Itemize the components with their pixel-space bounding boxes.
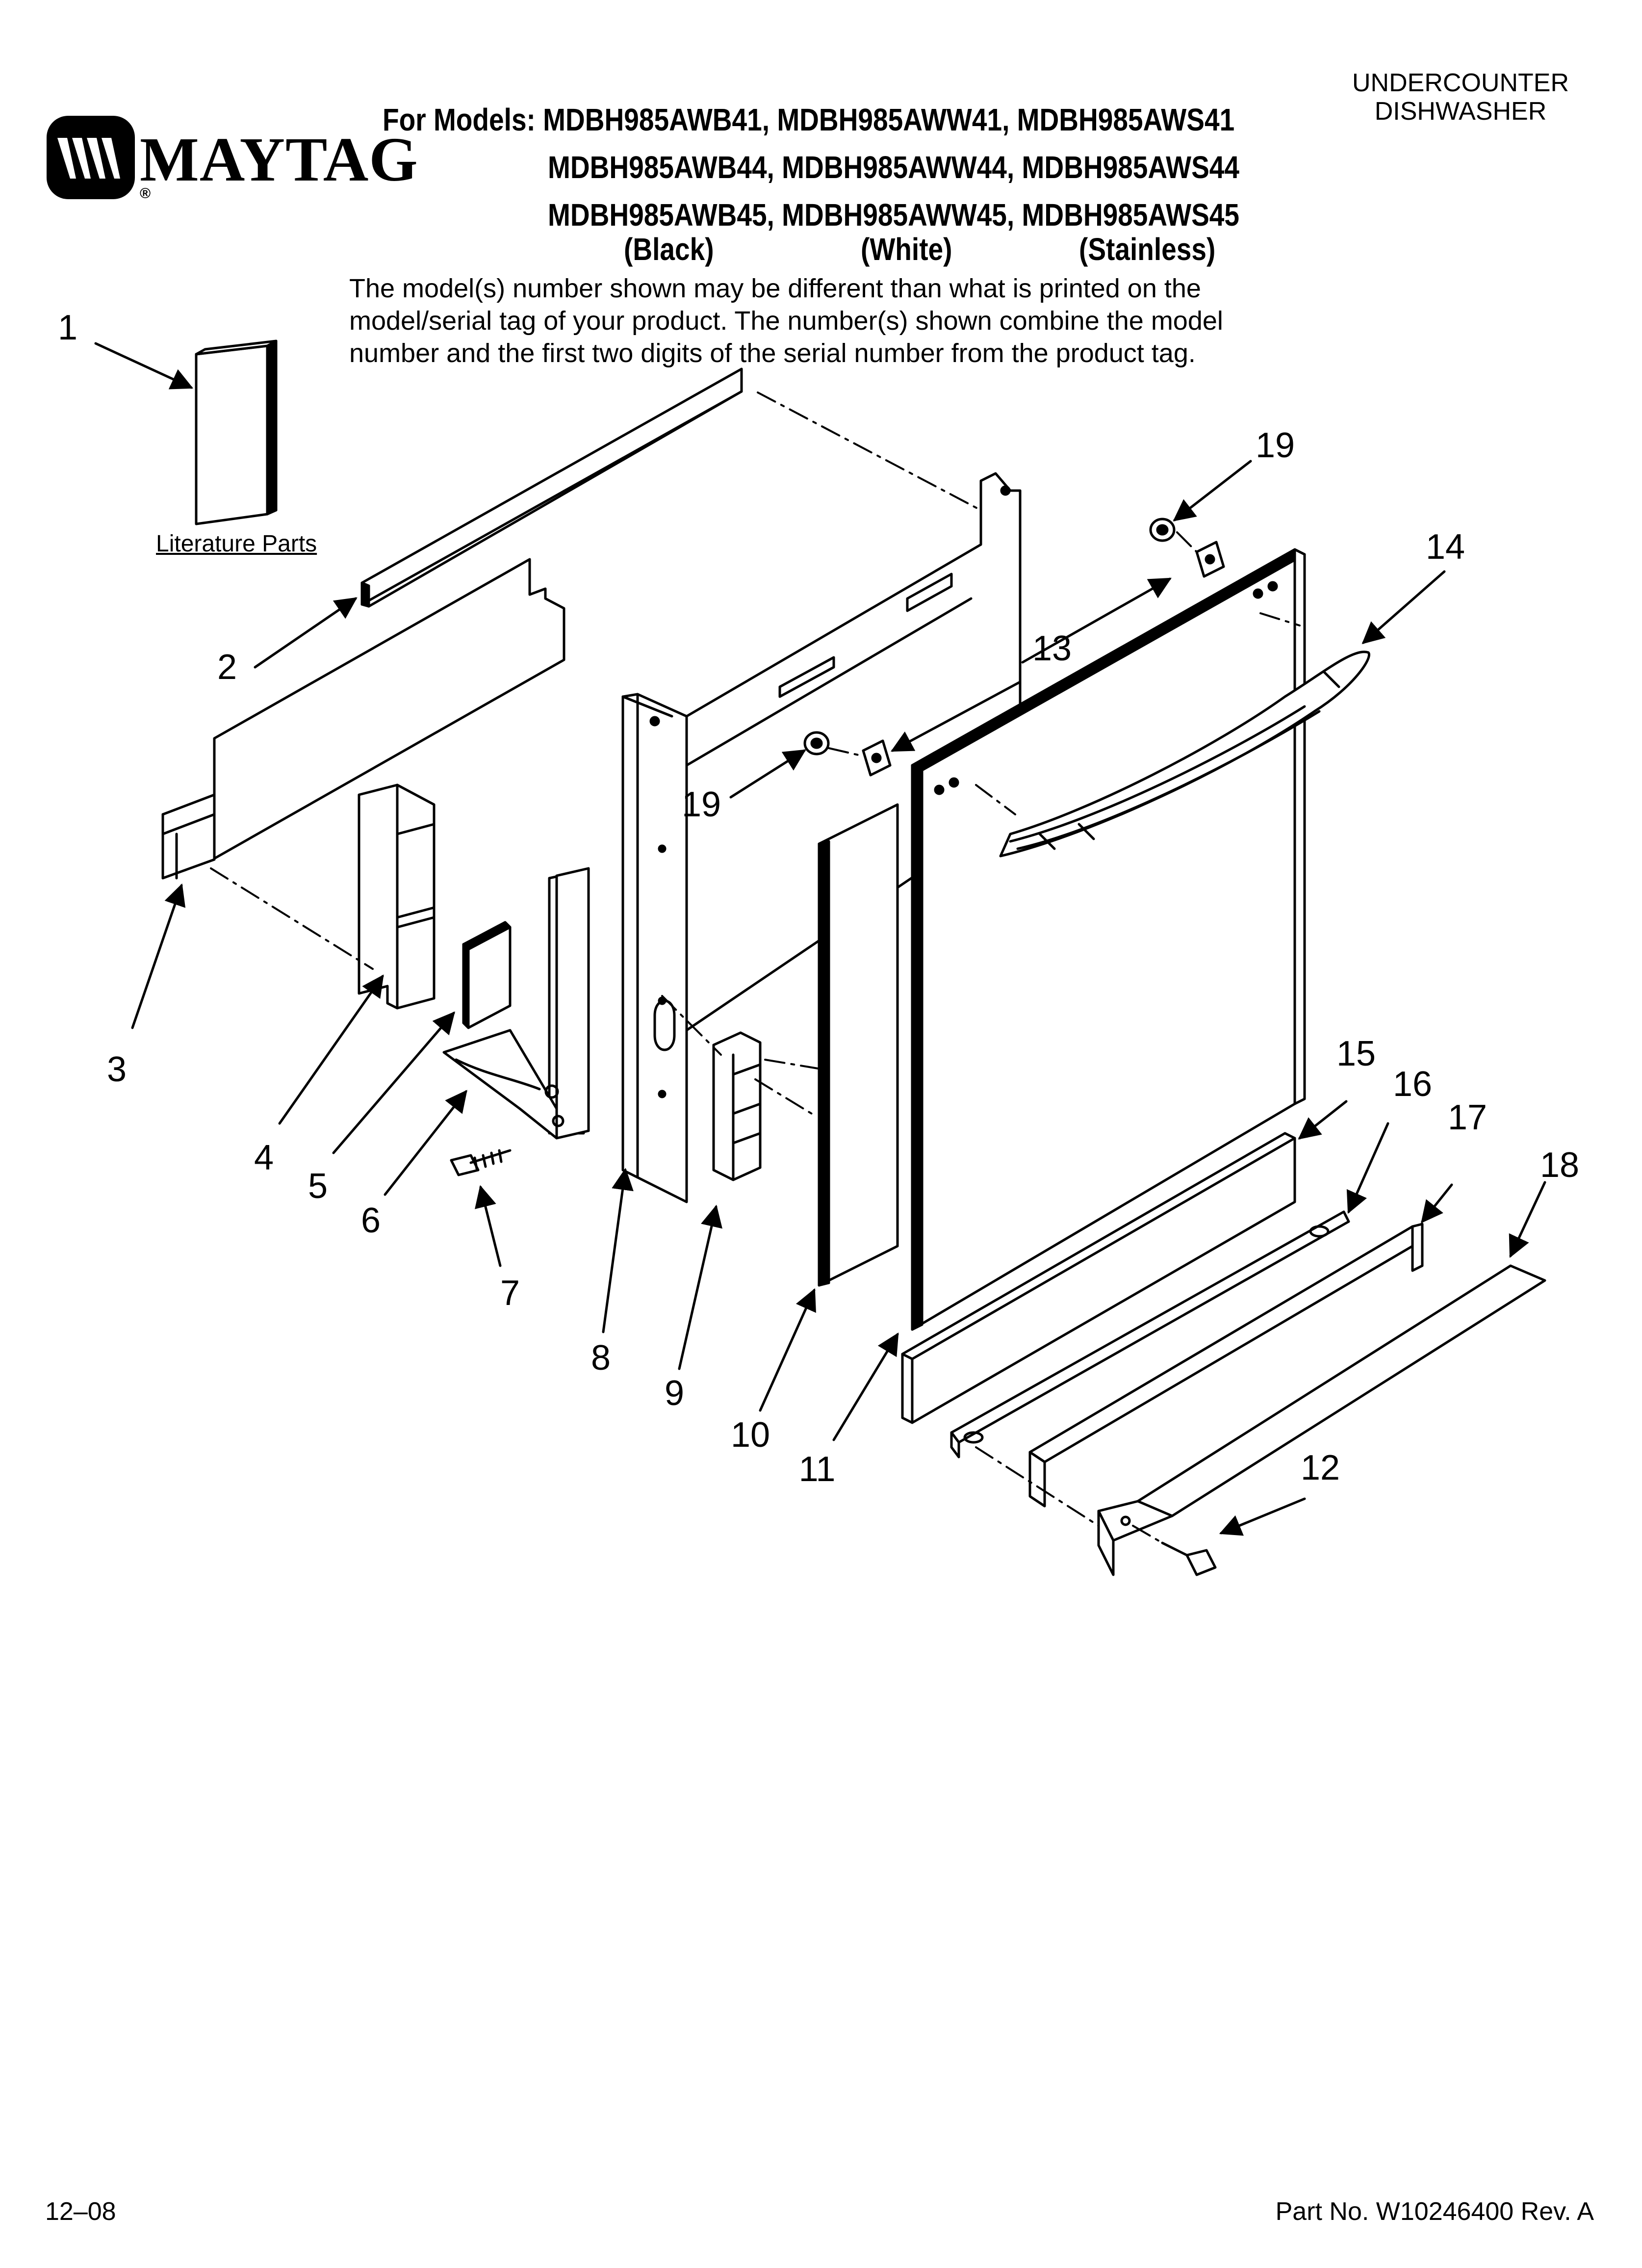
models-line-2: MDBH985AWB44, MDBH985AWW44, MDBH985AWS44 [548,150,1239,185]
color-white-label: (White) [861,232,952,267]
callout-6: 6 [360,1201,381,1240]
literature-parts-label: Literature Parts [156,531,317,557]
part-8-door-frame [621,472,1022,1203]
callout-leaders [94,342,1546,1536]
part-1-literature [195,339,278,525]
part-9-hinge-clip [712,1031,762,1181]
maytag-badge-icon [47,116,135,199]
part-2-panel-strip [360,367,743,608]
part-3-insulation-panel [161,558,565,880]
part-15-toe-panel [901,1132,1296,1424]
callout-13: 13 [1032,629,1072,668]
part-5-pad [462,921,512,1029]
callout-8: 8 [590,1338,611,1378]
exploded-parts-diagram [94,339,1546,1576]
part-7-screw [450,1149,512,1176]
part-16-strip [950,1210,1350,1459]
part-12-screw [1161,1541,1217,1576]
color-stainless-label: (Stainless) [1079,232,1216,267]
part-18-kick-plate [1097,1264,1546,1576]
notice-line-2: model/serial tag of your product. The nu… [349,306,1223,336]
registered-mark: ® [140,185,151,202]
callout-3: 3 [106,1050,127,1089]
part-19-nuts [803,518,1176,756]
part-number: Part No. W10246400 Rev. A [1275,2197,1594,2226]
part-10-door-insulation [818,803,899,1287]
document-type: UNDERCOUNTER DISHWASHER [1333,69,1588,126]
callout-18: 18 [1539,1146,1580,1185]
part-6-hinge-bracket [442,867,590,1140]
doc-type-line-2: DISHWASHER [1374,97,1547,126]
callout-11: 11 [798,1450,836,1489]
date-code: 12–08 [45,2197,116,2226]
maytag-logo: MAYTAG ® [47,112,418,210]
callout-17: 17 [1447,1098,1488,1137]
color-black-label: (Black) [624,232,714,267]
callout-12: 12 [1300,1448,1340,1487]
part-17-channel [1028,1223,1424,1508]
callout-19-mid: 19 [681,785,721,824]
callout-10: 10 [730,1415,770,1455]
callout-7: 7 [500,1274,520,1313]
notice-line-3: number and the first two digits of the s… [349,339,1196,368]
notice-line-1: The model(s) number shown may be differe… [349,274,1201,303]
alignment-lines [210,391,1301,1544]
callout-19-top: 19 [1255,426,1295,465]
callout-4: 4 [254,1138,274,1177]
part-14-door-handle [999,651,1370,858]
callout-16: 16 [1392,1065,1433,1104]
part-4-foam-block [358,783,436,1010]
callout-1: 1 [57,308,78,347]
callout-2: 2 [217,648,237,687]
callout-9: 9 [664,1374,685,1413]
models-line-3: MDBH985AWB45, MDBH985AWW45, MDBH985AWS45 [548,197,1239,233]
model-number-notice: The model(s) number shown may be differe… [349,272,1330,369]
callout-14: 14 [1425,527,1465,567]
brand-wordmark: MAYTAG [140,125,418,194]
callout-5: 5 [308,1167,328,1206]
models-line-1: For Models: MDBH985AWB41, MDBH985AWW41, … [383,102,1235,137]
part-13-clips [862,541,1225,777]
callout-15: 15 [1336,1034,1376,1073]
doc-type-line-1: UNDERCOUNTER [1352,69,1569,97]
